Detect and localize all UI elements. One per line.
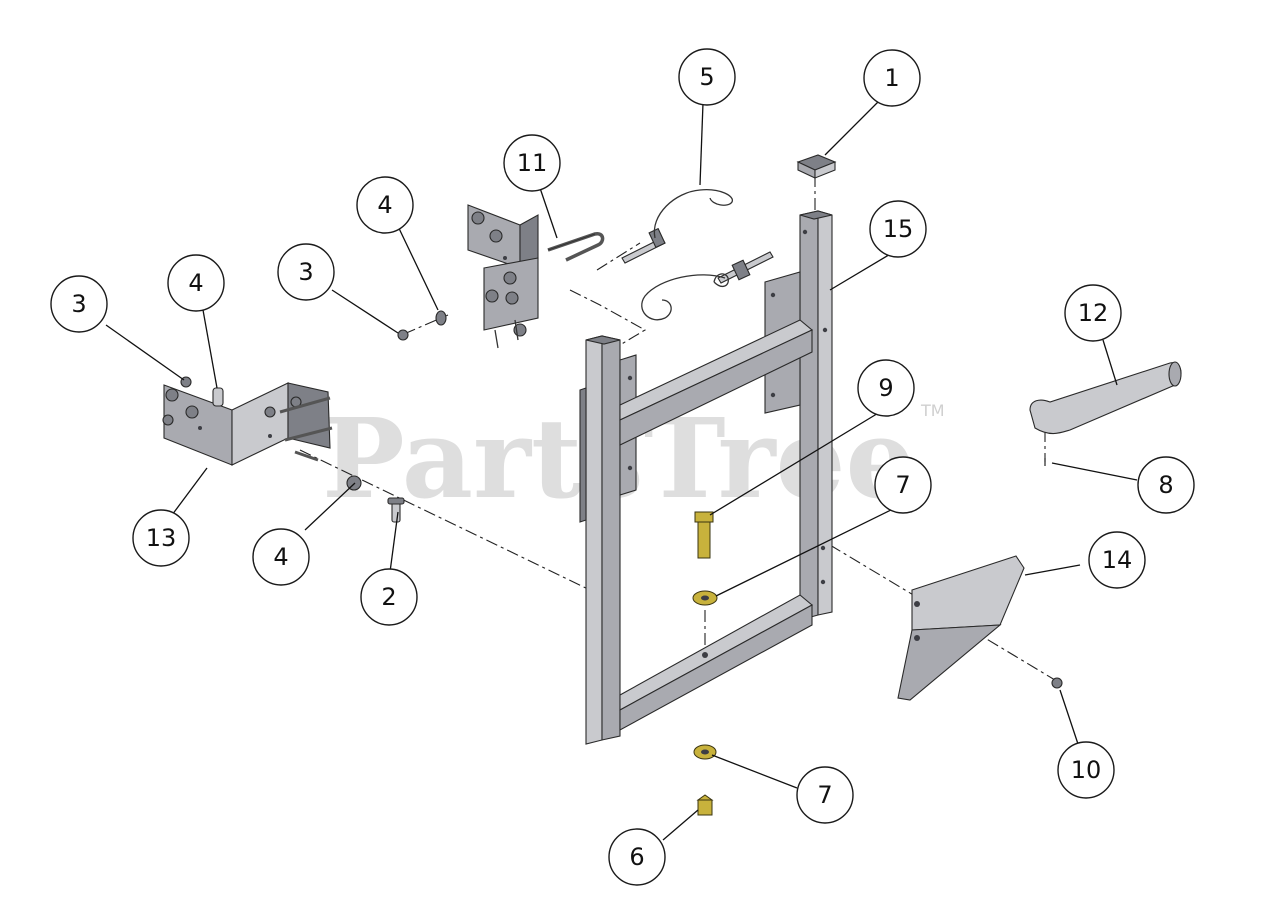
callout-label: 8 [1158, 471, 1173, 499]
hitch-pins-part-5 [621, 189, 774, 321]
callout-14: 14 [1088, 531, 1146, 589]
callout-label: 5 [699, 63, 714, 91]
callout-7a: 7 [874, 456, 932, 514]
lock-washer-4-left [212, 387, 224, 407]
screw-part-10 [1051, 677, 1063, 689]
callout-label: 12 [1078, 299, 1109, 327]
handle-part-12 [1029, 361, 1182, 435]
u-clip-part-11 [547, 232, 605, 262]
dash-bracket-to-frame [299, 449, 591, 591]
callout-label: 4 [377, 191, 392, 219]
main-frame [579, 210, 833, 745]
callout-1: 1 [863, 49, 921, 107]
callout-label: 6 [629, 843, 644, 871]
callout-label: 4 [188, 269, 203, 297]
callout-15: 15 [869, 200, 927, 258]
bolt-part-9 [694, 511, 714, 559]
callout-5: 5 [678, 48, 736, 106]
callout-4a: 4 [167, 254, 225, 312]
leader-lines [105, 99, 1138, 841]
callout-12: 12 [1064, 284, 1122, 342]
nut-3-upper [397, 329, 409, 341]
callout-label: 7 [817, 781, 832, 809]
callout-label: 15 [883, 215, 914, 243]
callout-2: 2 [360, 568, 418, 626]
upper-mount-bracket [467, 204, 539, 349]
nut-part-6 [696, 794, 714, 816]
callout-label: 2 [381, 583, 396, 611]
callout-label: 10 [1071, 756, 1102, 784]
end-cap-part-1 [796, 154, 837, 179]
callout-label: 11 [517, 149, 548, 177]
callout-3a: 3 [50, 275, 108, 333]
callout-label: 3 [298, 258, 313, 286]
callout-label: 13 [146, 524, 177, 552]
callout-4c: 4 [252, 528, 310, 586]
shield-part-14 [897, 555, 1025, 701]
callout-label: 4 [273, 543, 288, 571]
callout-label: 3 [71, 290, 86, 318]
callout-3b: 3 [277, 243, 335, 301]
callout-label: 9 [878, 374, 893, 402]
callout-6: 6 [608, 828, 666, 886]
callout-7b: 7 [796, 766, 854, 824]
callout-8: 8 [1137, 456, 1195, 514]
dash-pin-path [596, 242, 641, 271]
callout-4b: 4 [356, 176, 414, 234]
callout-9: 9 [857, 359, 915, 417]
dash-pin-to-frame [569, 289, 647, 346]
callout-10: 10 [1057, 741, 1115, 799]
lock-washer-4-upper [435, 310, 447, 326]
callout-label: 1 [884, 64, 899, 92]
callout-label: 14 [1102, 546, 1133, 574]
callout-13: 13 [132, 509, 190, 567]
watermark-tm: TM [920, 401, 945, 420]
callout-11: 11 [503, 134, 561, 192]
callout-label: 7 [895, 471, 910, 499]
callouts: 1 2 3 3 4 4 4 5 6 7 7 8 9 10 11 12 13 14… [50, 48, 1195, 886]
